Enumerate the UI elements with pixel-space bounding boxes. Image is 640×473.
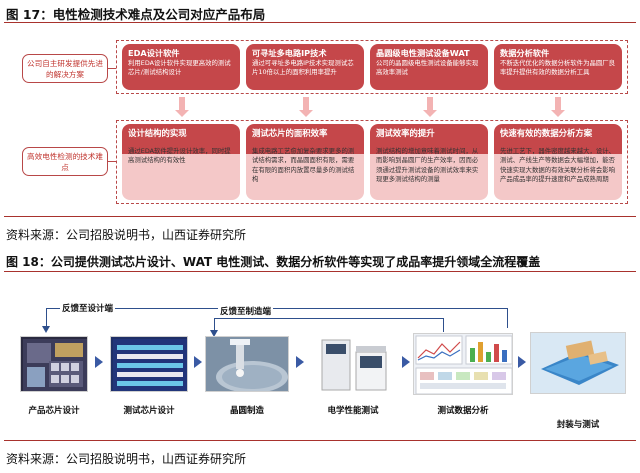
difficulty-title: 快速有效的数据分析方案: [500, 128, 593, 138]
difficulty-header-band: [122, 124, 240, 154]
stage-image-wafer: [205, 336, 289, 392]
difficulty-header-band: [246, 124, 364, 154]
flow-arrow: [95, 356, 103, 368]
solution-box-wat: 晶圆级电性测试设备WAT 公司的晶圆级电性测试设备能够实现高效率测试: [370, 44, 488, 90]
connector-solutions: [108, 68, 116, 69]
figure-18-source: 资料来源：公司招股说明书，山西证券研究所: [6, 452, 247, 466]
wafer-illustration: [206, 337, 288, 391]
difficulty-box-area: 测试芯片的面积效率 集成电路工艺愈加复杂要求更多的测试结构需求，而晶圆面积有限，…: [246, 124, 364, 200]
test-chip-layout-illustration: [113, 339, 187, 391]
figure-17-top-rule: [4, 22, 636, 23]
stage-label-wafer-manufacturing: 晶圆制造: [229, 406, 264, 416]
difficulty-box-efficiency: 测试效率的提升 测试结构的增加意味着测试时间，从而影响到晶圆厂的生产效率，因而必…: [370, 124, 488, 200]
data-analysis-illustration: [414, 334, 512, 394]
stage-image-packaging: [530, 332, 626, 394]
flow-arrow: [296, 356, 304, 368]
stage-image-data-analysis: [413, 333, 513, 395]
solution-box-analytics: 数据分析软件 不断迭代优化的数据分析软件为晶圆厂良率提升提供有效的数据分析工具: [494, 44, 622, 90]
wat-tester-illustration: [321, 339, 387, 391]
connector-difficulties: [108, 161, 116, 162]
difficulty-title: 测试效率的提升: [376, 128, 435, 138]
down-arrow: [299, 97, 313, 117]
solution-title: 可寻址多电路IP技术: [252, 48, 327, 58]
figure-17-bottom-rule: [4, 216, 636, 217]
difficulty-text: 先进工艺下，器件密度越来越大，设计、测试、产线生产等数据会大幅增加，能否快速实现…: [500, 147, 616, 184]
figure-17-source: 资料来源：公司招股说明书，山西证券研究所: [6, 228, 247, 242]
solution-text: 利用EDA设计软件实现更高效的测试芯片/测试结构设计: [128, 59, 231, 77]
difficulty-text: 测试结构的增加意味着测试时间，从而影响到晶圆厂的生产效率，因而必须通过提升测试设…: [376, 147, 479, 184]
solution-text: 通过可寻址多电路IP技术实现测试芯片10倍以上的面积利用率提升: [252, 59, 354, 77]
stage-label-product-chip-design: 产品芯片设计: [28, 406, 80, 416]
figure-18-top-rule: [4, 271, 636, 272]
solution-text: 公司的晶圆级电性测试设备能够实现高效率测试: [376, 59, 479, 77]
feedback-label-manufacturing: 反馈至制造端: [218, 305, 274, 317]
stage-image-tester: [308, 332, 398, 394]
chip-layout-illustration: [23, 339, 87, 391]
difficulty-header-band: [370, 124, 488, 154]
figure-18-bottom-rule: [4, 440, 636, 441]
solution-box-ip: 可寻址多电路IP技术 通过可寻址多电路IP技术实现测试芯片10倍以上的面积利用率…: [246, 44, 364, 90]
down-arrow: [551, 97, 565, 117]
row-label-solutions: 公司自主研发提供先进的解决方案: [22, 54, 108, 83]
flow-arrow: [402, 356, 410, 368]
feedback-arrowhead-design: [42, 326, 50, 333]
figure-18-title: 图 18：公司提供测试芯片设计、WAT 电性测试、数据分析软件等实现了成品率提升…: [6, 255, 541, 269]
difficulty-header-band: [494, 124, 622, 154]
stage-label-test-chip-design: 测试芯片设计: [123, 406, 175, 416]
feedback-label-design: 反馈至设计端: [60, 302, 116, 314]
difficulty-title: 测试芯片的面积效率: [252, 128, 328, 138]
solution-title: 晶圆级电性测试设备WAT: [376, 48, 470, 58]
down-arrow: [175, 97, 189, 117]
row-label-difficulties: 高效电性检测的技术难点: [22, 147, 108, 176]
flow-arrow: [194, 356, 202, 368]
solutions-frame: [116, 40, 628, 94]
difficulty-text: 集成电路工艺愈加复杂要求更多的测试结构需求，而晶圆面积有限，需要在有限的面积内放…: [252, 147, 355, 184]
down-arrow: [423, 97, 437, 117]
solution-box-eda: EDA设计软件 利用EDA设计软件实现更高效的测试芯片/测试结构设计: [122, 44, 240, 90]
solution-text: 不断迭代优化的数据分析软件为晶圆厂良率提升提供有效的数据分析工具: [500, 59, 616, 77]
stage-label-test-data-analysis: 测试数据分析: [437, 406, 489, 416]
difficulty-title: 设计结构的实现: [128, 128, 187, 138]
stage-label-electrical-test: 电学性能测试: [327, 406, 379, 416]
stage-label-packaging-test: 封装与测试: [556, 420, 600, 430]
difficulty-box-design: 设计结构的实现 通过EDA软件提升设计效率，同时提高测试结构的有效性: [122, 124, 240, 200]
difficulty-text: 通过EDA软件提升设计效率，同时提高测试结构的有效性: [128, 147, 231, 165]
figure-17-title: 图 17：电性检测技术难点及公司对应产品布局: [6, 7, 266, 22]
flow-arrow: [518, 356, 526, 368]
solution-title: EDA设计软件: [128, 48, 180, 58]
feedback-line-manufacturing: [214, 318, 444, 332]
feedback-arrowhead-manufacturing: [210, 330, 218, 337]
stage-image-test-chip: [110, 336, 188, 392]
difficulty-box-data: 快速有效的数据分析方案 先进工艺下，器件密度越来越大，设计、测试、产线生产等数据…: [494, 124, 622, 200]
difficulties-frame: [116, 120, 628, 204]
stage-image-product-chip: [20, 336, 88, 392]
packaging-illustration: [531, 333, 625, 393]
solution-title: 数据分析软件: [500, 48, 550, 58]
feedback-line-design: [46, 308, 508, 328]
